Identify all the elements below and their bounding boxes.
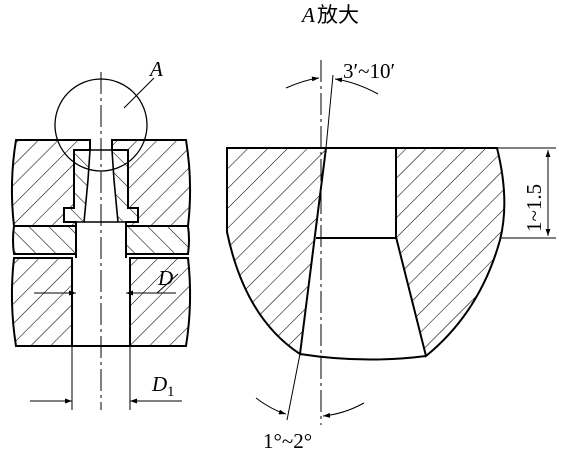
detail-left-section <box>226 147 328 356</box>
dim-d1-label: D <box>151 372 167 396</box>
detail-right-section <box>395 147 506 358</box>
dim-d1-subscript: 1 <box>167 384 175 400</box>
detail-title-letter: A <box>300 3 315 27</box>
detail-marker-label: A <box>148 57 163 81</box>
bottom-plate-right-section <box>129 257 192 347</box>
left-section-view: A D D 1 <box>10 57 192 410</box>
middle-plate-right <box>125 225 190 255</box>
detail-title-text: 放大 <box>317 3 359 27</box>
bottom-angle-label: 1°~2° <box>263 429 312 453</box>
bottom-plate-left-section <box>10 257 73 347</box>
detail-enlarged-view: A 放大 3′~10′ 1°~2° 1~1.5 <box>226 3 556 453</box>
dim-d-label: D <box>157 266 173 290</box>
middle-plate-left <box>12 225 77 255</box>
top-angle-label: 3′~10′ <box>343 59 395 83</box>
depth-label: 1~1.5 <box>522 184 546 232</box>
detail-leader <box>123 77 155 109</box>
detail-circle-a <box>54 78 148 172</box>
